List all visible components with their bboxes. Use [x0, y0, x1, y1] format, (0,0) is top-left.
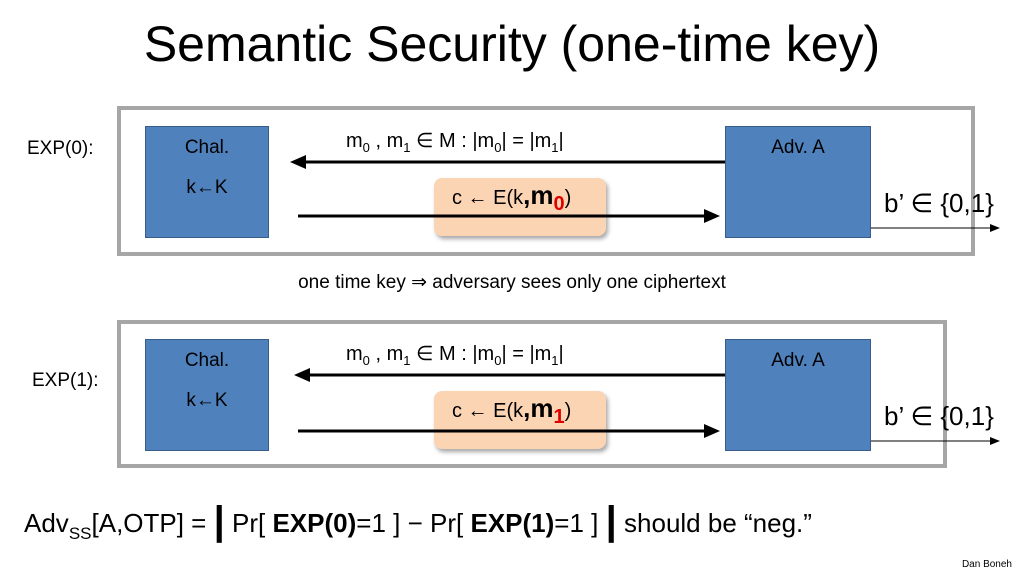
- exp1-adversary-box: Adv. A: [725, 339, 871, 451]
- exp1-frame: [117, 320, 947, 468]
- exp1-ciphertext-highlight: [434, 391, 606, 449]
- exp1-messages-text: m0 , m1 ∈ M : |m0| = |m1|: [346, 343, 564, 368]
- exp1-challenger-box: Chal. k←K: [145, 339, 269, 451]
- exp1-challenger-label: Chal.: [184, 350, 230, 371]
- exp0-challenger-label: Chal.: [184, 137, 230, 158]
- exp0-ciphertext-arrowhead: [704, 209, 720, 223]
- author-credit: Dan Boneh: [961, 559, 1012, 570]
- exp0-adversary-box: Adv. A: [725, 126, 871, 238]
- exp0-messages-arrowhead: [290, 155, 306, 169]
- exp1-ciphertext-text: c ← E(k,m1): [452, 393, 572, 428]
- exp0-ciphertext-highlight: [434, 178, 606, 236]
- slide-title: Semantic Security (one-time key): [143, 16, 881, 72]
- exp0-output: b’ ∈ {0,1}: [884, 188, 994, 218]
- exp1-adversary-label: Adv. A: [771, 350, 825, 371]
- exp0-adversary-label: Adv. A: [771, 137, 825, 158]
- exp1-output-arrowhead: [990, 437, 1000, 445]
- exp0-label: EXP(0):: [27, 138, 94, 159]
- exp1-output: b’ ∈ {0,1}: [884, 401, 994, 431]
- exp0-ciphertext-text: c ← E(k,m0): [452, 180, 572, 215]
- exp1-label: EXP(1):: [32, 370, 99, 391]
- advantage-formula: AdvSS[A,OTP] = | Pr[ EXP(0)=1 ] − Pr[ EX…: [24, 499, 812, 543]
- exp1-ciphertext-arrowhead: [704, 424, 720, 438]
- exp0-output-arrowhead: [990, 224, 1000, 232]
- exp1-messages-arrowhead: [294, 368, 310, 382]
- exp1-key-gen: k←K: [186, 390, 228, 411]
- exp0-challenger-box: Chal. k←K: [145, 126, 269, 238]
- exp0-key-gen: k←K: [186, 177, 228, 198]
- one-time-key-note: one time key ⇒ adversary sees only one c…: [298, 272, 726, 293]
- exp0-frame: [117, 106, 975, 256]
- exp0-messages-text: m0 , m1 ∈ M : |m0| = |m1|: [346, 130, 564, 155]
